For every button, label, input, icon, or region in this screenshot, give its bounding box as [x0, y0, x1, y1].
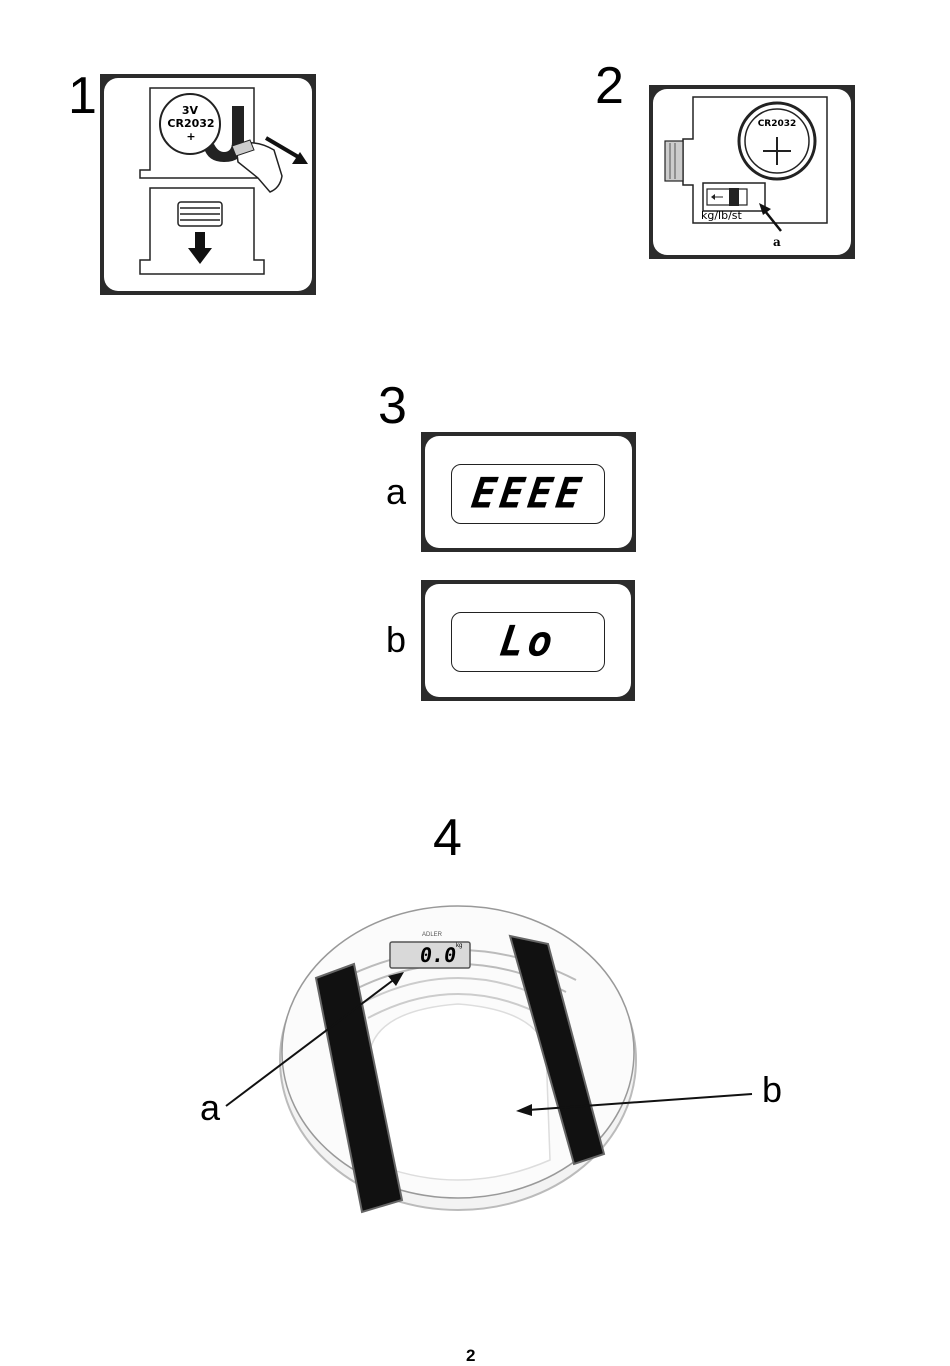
battery-insertion-illustration — [104, 78, 312, 291]
battery-compartment-illustration — [653, 89, 851, 255]
scale-illustration — [190, 900, 810, 1240]
lcd-display-a: EEEE — [451, 464, 605, 524]
figure-1-number: 1 — [68, 70, 97, 122]
display-b-panel: Lo — [421, 580, 635, 701]
display-b-label: b — [386, 622, 406, 658]
battery-polarity-label: + — [184, 130, 198, 143]
scale-unit: kg — [456, 943, 462, 949]
scale-brand: ADLER — [412, 932, 452, 938]
battery-model-label: CR2032 — [164, 117, 218, 130]
battery-icon — [739, 103, 815, 179]
lcd-text-a: EEEE — [468, 470, 587, 518]
figure-3-number: 3 — [378, 380, 407, 432]
figure-1-illustration: 3V CR2032 + — [104, 78, 312, 291]
callout-a-label: a — [773, 235, 781, 249]
display-a-panel: EEEE — [421, 432, 636, 552]
battery-voltage-label: 3V — [178, 104, 202, 117]
display-a-label: a — [386, 474, 406, 510]
battery-model-label: CR2032 — [755, 119, 799, 129]
scale-reading: 0.0 — [418, 943, 457, 967]
figure-2-illustration: CR2032 kg/lb/st a — [653, 89, 851, 255]
callout-a-label: a — [200, 1090, 220, 1126]
lcd-text-b: Lo — [497, 618, 560, 666]
unit-switch-label: kg/lb/st — [701, 209, 765, 222]
figure-2-number: 2 — [595, 60, 624, 112]
lcd-display-b: Lo — [451, 612, 605, 672]
callout-b-label: b — [762, 1072, 782, 1108]
figure-4-number: 4 — [433, 812, 462, 864]
figure-1-panel: 3V CR2032 + — [100, 74, 316, 295]
page-number: 2 — [466, 1346, 475, 1366]
figure-2-panel: CR2032 kg/lb/st a — [649, 85, 855, 259]
